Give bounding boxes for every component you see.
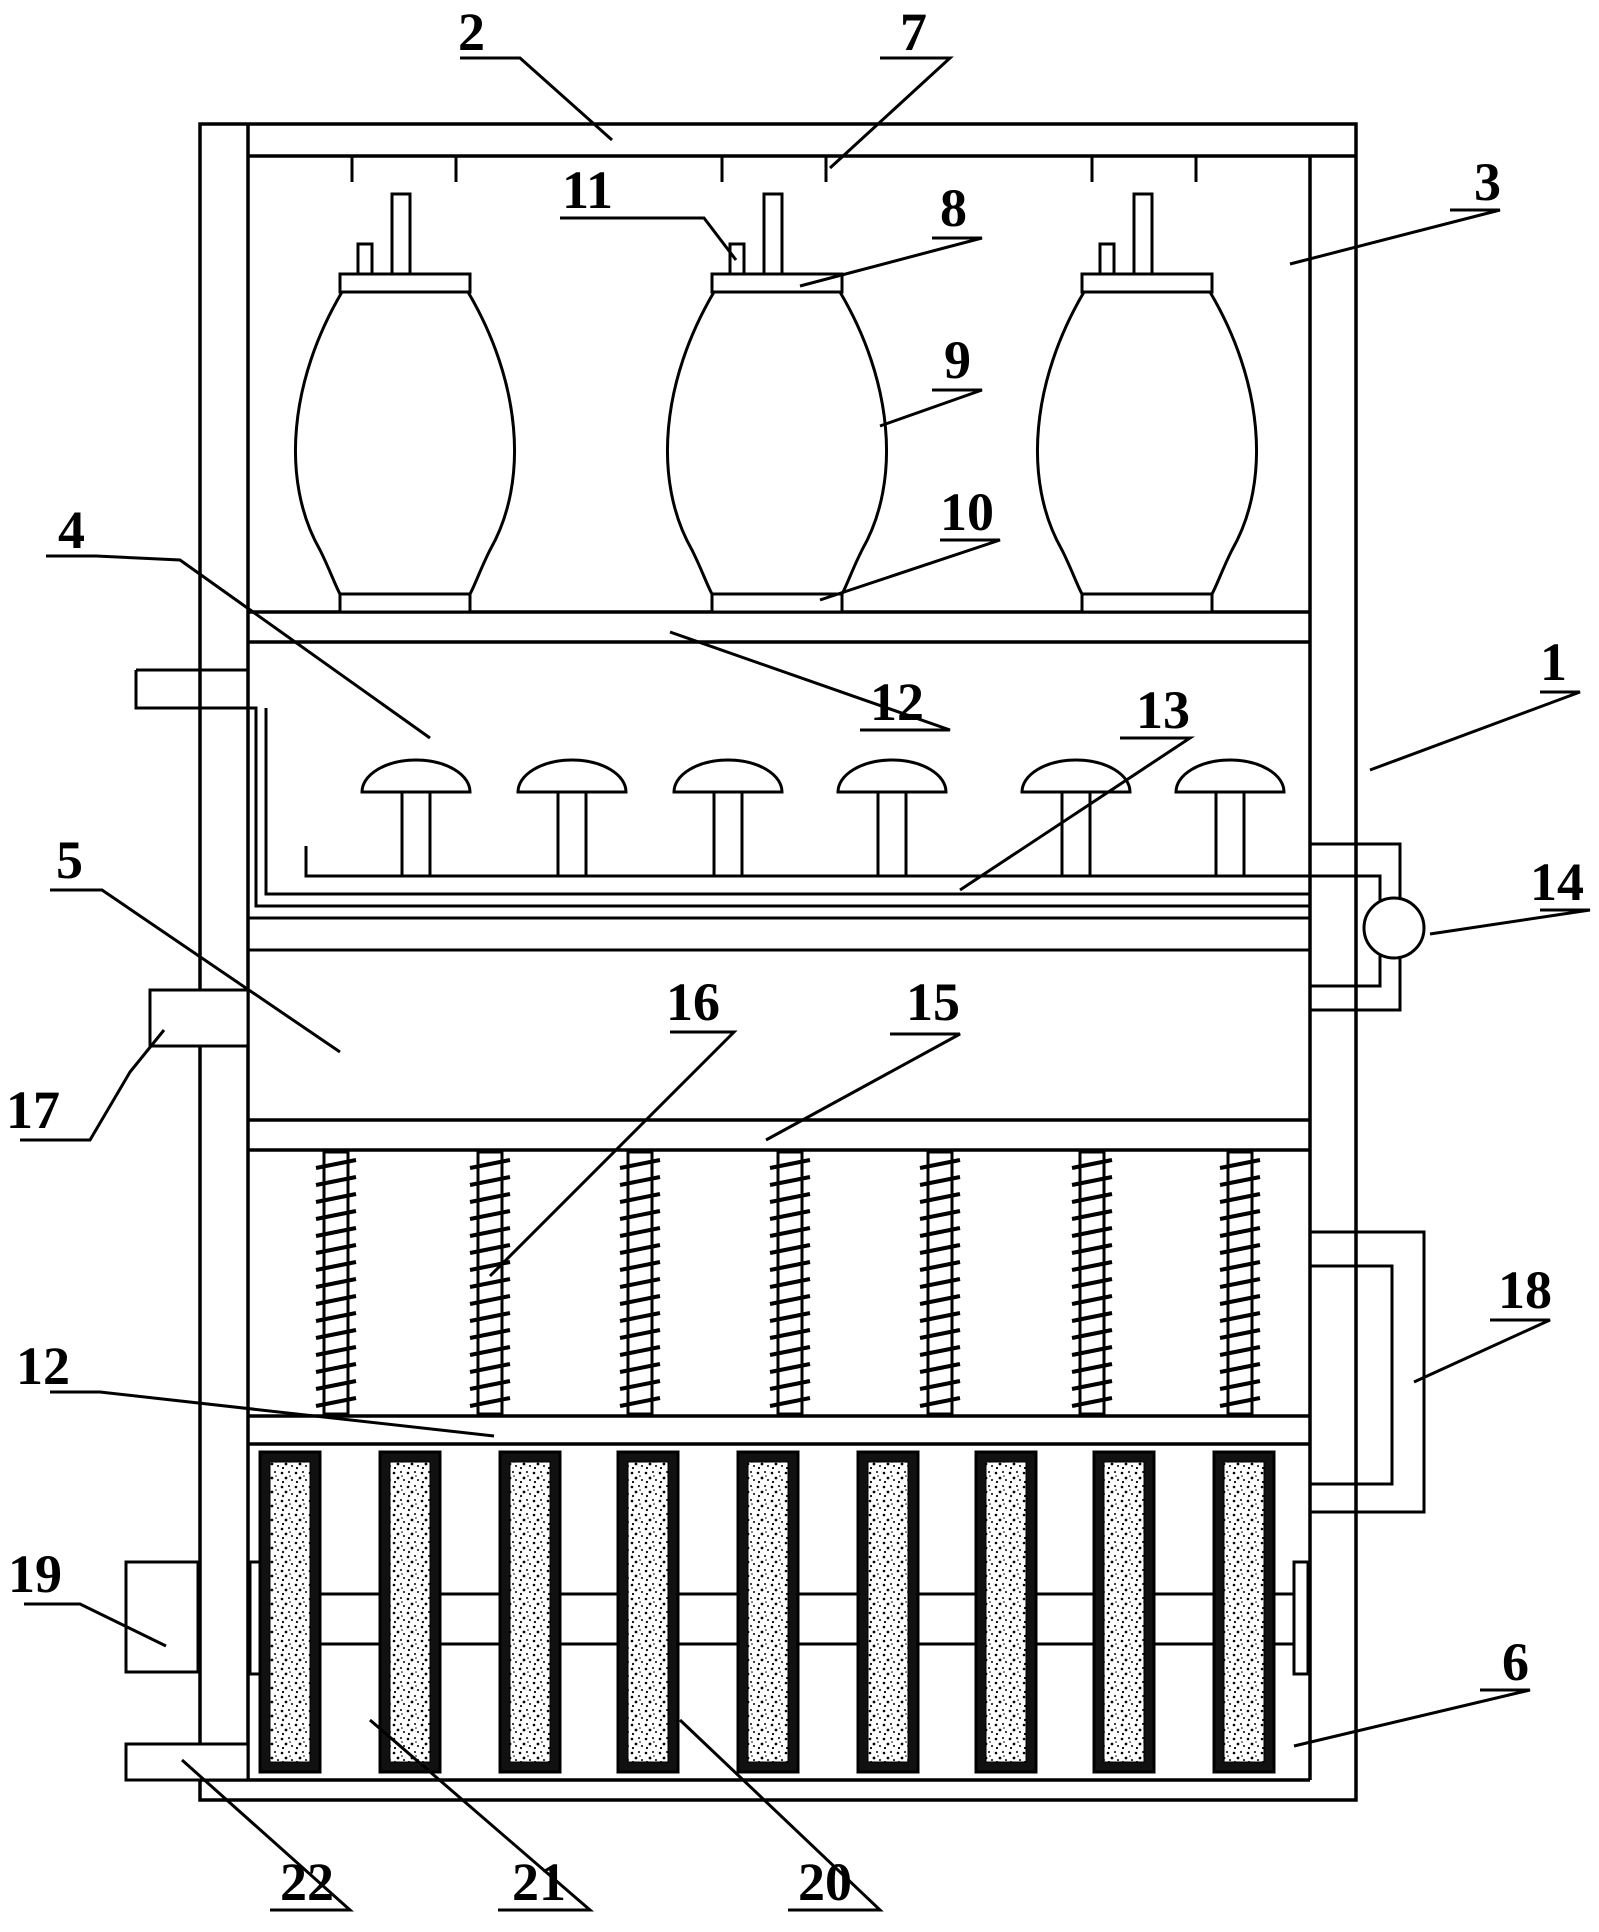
label-14: 14	[1530, 852, 1584, 912]
label-2: 2	[458, 2, 485, 62]
brush-roller	[1212, 1450, 1276, 1774]
label-6: 6	[1502, 1632, 1529, 1692]
label-16: 16	[666, 972, 720, 1032]
bypass-pipe	[1310, 1230, 1426, 1514]
motor	[124, 1560, 200, 1674]
label-5: 5	[56, 830, 83, 890]
label-15: 15	[906, 972, 960, 1032]
spray-nozzles	[360, 758, 1286, 878]
springs	[315, 1150, 1261, 1416]
spring	[469, 1150, 511, 1416]
label-13: 13	[1136, 680, 1190, 740]
label-12-lower: 12	[16, 1336, 70, 1396]
spring	[919, 1150, 961, 1416]
brush-roller	[378, 1450, 442, 1774]
label-17: 17	[6, 1080, 60, 1140]
drain-port	[124, 1742, 250, 1782]
hanging-hooks	[350, 156, 1198, 182]
spring	[1219, 1150, 1261, 1416]
label-20: 20	[798, 1852, 852, 1912]
label-8: 8	[940, 178, 967, 238]
vessel-right	[1035, 192, 1259, 614]
spring	[619, 1150, 661, 1416]
brush-roller	[974, 1450, 1038, 1774]
spring	[1071, 1150, 1113, 1416]
side-port-17	[148, 988, 250, 1048]
label-11: 11	[562, 160, 613, 220]
brush-roller	[856, 1450, 920, 1774]
pump	[1310, 842, 1426, 1012]
label-18: 18	[1498, 1260, 1552, 1320]
brush-roller	[1092, 1450, 1156, 1774]
label-21: 21	[512, 1852, 566, 1912]
label-1: 1	[1540, 632, 1567, 692]
label-7: 7	[900, 2, 927, 62]
label-3: 3	[1474, 152, 1501, 212]
brush-rollers	[258, 1450, 1276, 1774]
reference-labels: 1 2 3 4 5 6 7 8 9 10 11 12 12 13 14 15 1…	[6, 2, 1584, 1912]
label-22: 22	[280, 1852, 334, 1912]
brush-roller	[258, 1450, 322, 1774]
brush-roller	[736, 1450, 800, 1774]
label-4: 4	[58, 500, 85, 560]
spring	[315, 1150, 357, 1416]
lower-tier-plate	[248, 1414, 1310, 1446]
spray-pipe	[134, 668, 1310, 952]
label-9: 9	[944, 330, 971, 390]
spring	[769, 1150, 811, 1416]
vessel-middle	[665, 192, 889, 614]
housing	[198, 122, 1358, 1802]
label-19: 19	[8, 1544, 62, 1604]
leader-lines	[20, 56, 1591, 1912]
spring-plate	[248, 1118, 1310, 1152]
upper-tier-plate	[248, 610, 1310, 644]
brush-roller	[616, 1450, 680, 1774]
label-12-upper: 12	[870, 672, 924, 732]
vessel-left	[293, 192, 517, 614]
brush-roller	[498, 1450, 562, 1774]
label-10: 10	[940, 482, 994, 542]
